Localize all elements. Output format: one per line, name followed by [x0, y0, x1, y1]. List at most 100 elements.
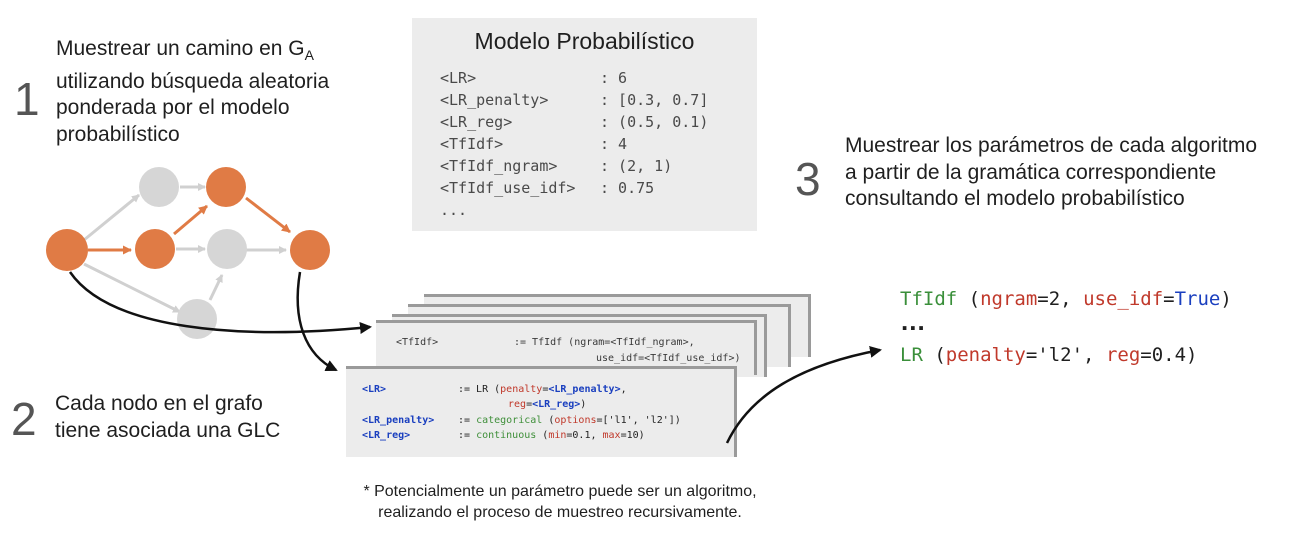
probabilistic-model-box: Modelo Probabilístico <LR>: 6 <LR_penalt… — [412, 18, 757, 231]
model-entry: ... — [440, 199, 708, 221]
lr-penalty-fn: categorical — [476, 415, 543, 426]
edge-inactive — [208, 274, 224, 301]
tfidf-rule-line-1: <TfIdf> := TfIdf (ngram=<TfIdf_ngram>, — [396, 334, 695, 351]
model-entry-key: <LR> — [440, 69, 477, 87]
output-open: ( — [957, 288, 981, 310]
lr-comma: , — [620, 384, 627, 395]
graph-node-inactive — [177, 299, 217, 339]
lr-reg-assign: := — [458, 430, 477, 441]
step-3-number: 3 — [795, 153, 821, 205]
step-1-text: Muestrear un camino en GA utilizando bús… — [56, 36, 329, 148]
lr-reg-open: ( — [536, 430, 549, 441]
model-entry: <LR_reg> : (0.5, 0.1) — [440, 111, 708, 133]
step-1-line-4: probabilístico — [56, 122, 180, 146]
model-entry: <LR>: 6 — [440, 67, 708, 89]
edge-active — [173, 204, 208, 236]
model-entries: <LR>: 6 <LR_penalty> : [0.3, 0.7] <LR_reg… — [440, 67, 708, 221]
lr-penalty-rule: <LR_penalty> := categorical (options=['l1… — [362, 413, 681, 428]
lr-penalty-kw: penalty — [500, 384, 543, 395]
lr-reg-ref: <LR_reg> — [532, 399, 581, 410]
output-useidf-val: True — [1174, 288, 1221, 310]
step-3-line-3: consultando el modelo probabilístico — [845, 187, 1185, 210]
lr-penalty-lhs: <LR_penalty> — [362, 415, 435, 426]
lr-max-value: =10) — [620, 430, 645, 441]
footnote: * Potencialmente un parámetro puede ser … — [300, 481, 820, 523]
lr-penalty-open: ( — [542, 415, 555, 426]
edge-inactive — [83, 262, 181, 314]
output-ngram-val: =2, — [1037, 288, 1084, 310]
lr-rule-lhs: <LR> — [362, 384, 387, 395]
model-entry-key: <TfIdf_use_idf> — [440, 179, 576, 197]
model-entry: <TfIdf_use_idf> : 0.75 — [440, 177, 708, 199]
model-title: Modelo Probabilístico — [474, 28, 695, 54]
output-close: ) — [1220, 288, 1232, 310]
graph-node-inactive — [139, 167, 179, 207]
output-eq: = — [1163, 288, 1175, 310]
step-2-line-1: Cada nodo en el grafo — [55, 392, 263, 415]
footnote-line-1: * Potencialmente un parámetro puede ser … — [363, 483, 757, 500]
graph-node-active — [206, 167, 246, 207]
output-tfidf-fn: TfIdf — [900, 288, 958, 310]
arrow-lr-card-to-output — [725, 345, 882, 444]
model-entry-value: : 4 — [600, 135, 628, 153]
output-lr-fn: LR — [900, 344, 923, 366]
model-entry-value: : [0.3, 0.7] — [600, 91, 709, 109]
lr-min-value: =0.1, — [566, 430, 603, 441]
lr-reg-lhs: <LR_reg> — [362, 430, 411, 441]
lr-rule-assign: := LR ( — [458, 384, 501, 395]
graph-node-active — [290, 230, 330, 270]
tfidf-rule-lhs: <TfIdf> — [396, 337, 439, 348]
model-entry: <TfIdf> : 4 — [440, 133, 708, 155]
lr-eq: = — [526, 399, 533, 410]
output-lr-open: ( — [922, 344, 946, 366]
lr-max-kw: max — [602, 430, 621, 441]
lr-rule-line-1: <LR>:= LR (penalty=<LR_penalty>, — [362, 382, 627, 397]
output-penalty-val: ='l2', — [1025, 344, 1106, 366]
lr-min-kw: min — [548, 430, 567, 441]
lr-reg-fn: continuous — [476, 430, 537, 441]
model-entry: <LR_penalty> : [0.3, 0.7] — [440, 89, 708, 111]
step-3-line-2: a partir de la gramática correspondiente — [845, 160, 1217, 184]
lr-eq: = — [542, 384, 549, 395]
grammar-card-tfidf: <TfIdf> := TfIdf (ngram=<TfIdf_ngram>, us… — [376, 320, 757, 375]
arrow-start-to-tfidf-card — [68, 271, 372, 334]
step-2-text: Cada nodo en el grafo tiene asociada una… — [55, 391, 280, 444]
model-entry-key: ... — [440, 201, 468, 219]
lr-reg-kw: reg — [508, 399, 527, 410]
graph-node-inactive — [207, 229, 247, 269]
output-reg-kw: reg — [1105, 344, 1141, 366]
output-lr-line: LR (penalty='l2', reg=0.4) — [900, 344, 1197, 366]
model-entry-value: : 0.75 — [600, 179, 655, 197]
output-reg-val: =0.4) — [1140, 344, 1198, 366]
model-entry-value: : (2, 1) — [600, 157, 673, 175]
lr-rule-line-2: reg=<LR_reg>) — [508, 397, 586, 412]
graph-node-active — [46, 229, 88, 271]
step-2-number: 2 — [11, 393, 37, 445]
tfidf-rule-assign: := TfIdf (ngram=<TfIdf_ngram>, — [514, 337, 695, 348]
model-entry-key: <LR_penalty> — [440, 91, 549, 109]
grammar-card-lr: <LR>:= LR (penalty=<LR_penalty>, reg=<LR… — [346, 366, 737, 457]
lr-options-values: =['l1', 'l2']) — [596, 415, 681, 426]
model-entry-key: <LR_reg> — [440, 113, 513, 131]
tfidf-rule-line-2: use_idf=<TfIdf_use_idf>) — [596, 353, 741, 364]
model-entry-value: : (0.5, 0.1) — [600, 113, 709, 131]
model-entry-key: <TfIdf_ngram> — [440, 157, 558, 175]
graph-node-active — [135, 229, 175, 269]
lr-options-kw: options — [554, 415, 597, 426]
footnote-line-2: realizando el proceso de muestreo recurs… — [378, 504, 742, 521]
step-1-number: 1 — [14, 73, 40, 125]
model-entry-key: <TfIdf> — [440, 135, 504, 153]
step-1-line-1: Muestrear un camino en G — [56, 37, 305, 60]
output-tfidf-line: TfIdf (ngram=2, use_idf=True) — [900, 288, 1232, 310]
step-1-line-2: utilizando búsqueda aleatoria — [56, 69, 330, 93]
output-ngram-kw: ngram — [980, 288, 1038, 310]
output-useidf-kw: use_idf — [1083, 288, 1164, 310]
lr-penalty-assign: := — [458, 415, 477, 426]
step-3-line-1: Muestrear los parámetros de cada algorit… — [845, 134, 1258, 157]
lr-close: ) — [580, 399, 587, 410]
step-2-line-2: tiene asociada una GLC — [55, 418, 281, 442]
output-penalty-kw: penalty — [945, 344, 1026, 366]
edge-active — [245, 196, 291, 234]
lr-reg-rule: <LR_reg> := continuous (min=0.1, max=10) — [362, 428, 645, 443]
